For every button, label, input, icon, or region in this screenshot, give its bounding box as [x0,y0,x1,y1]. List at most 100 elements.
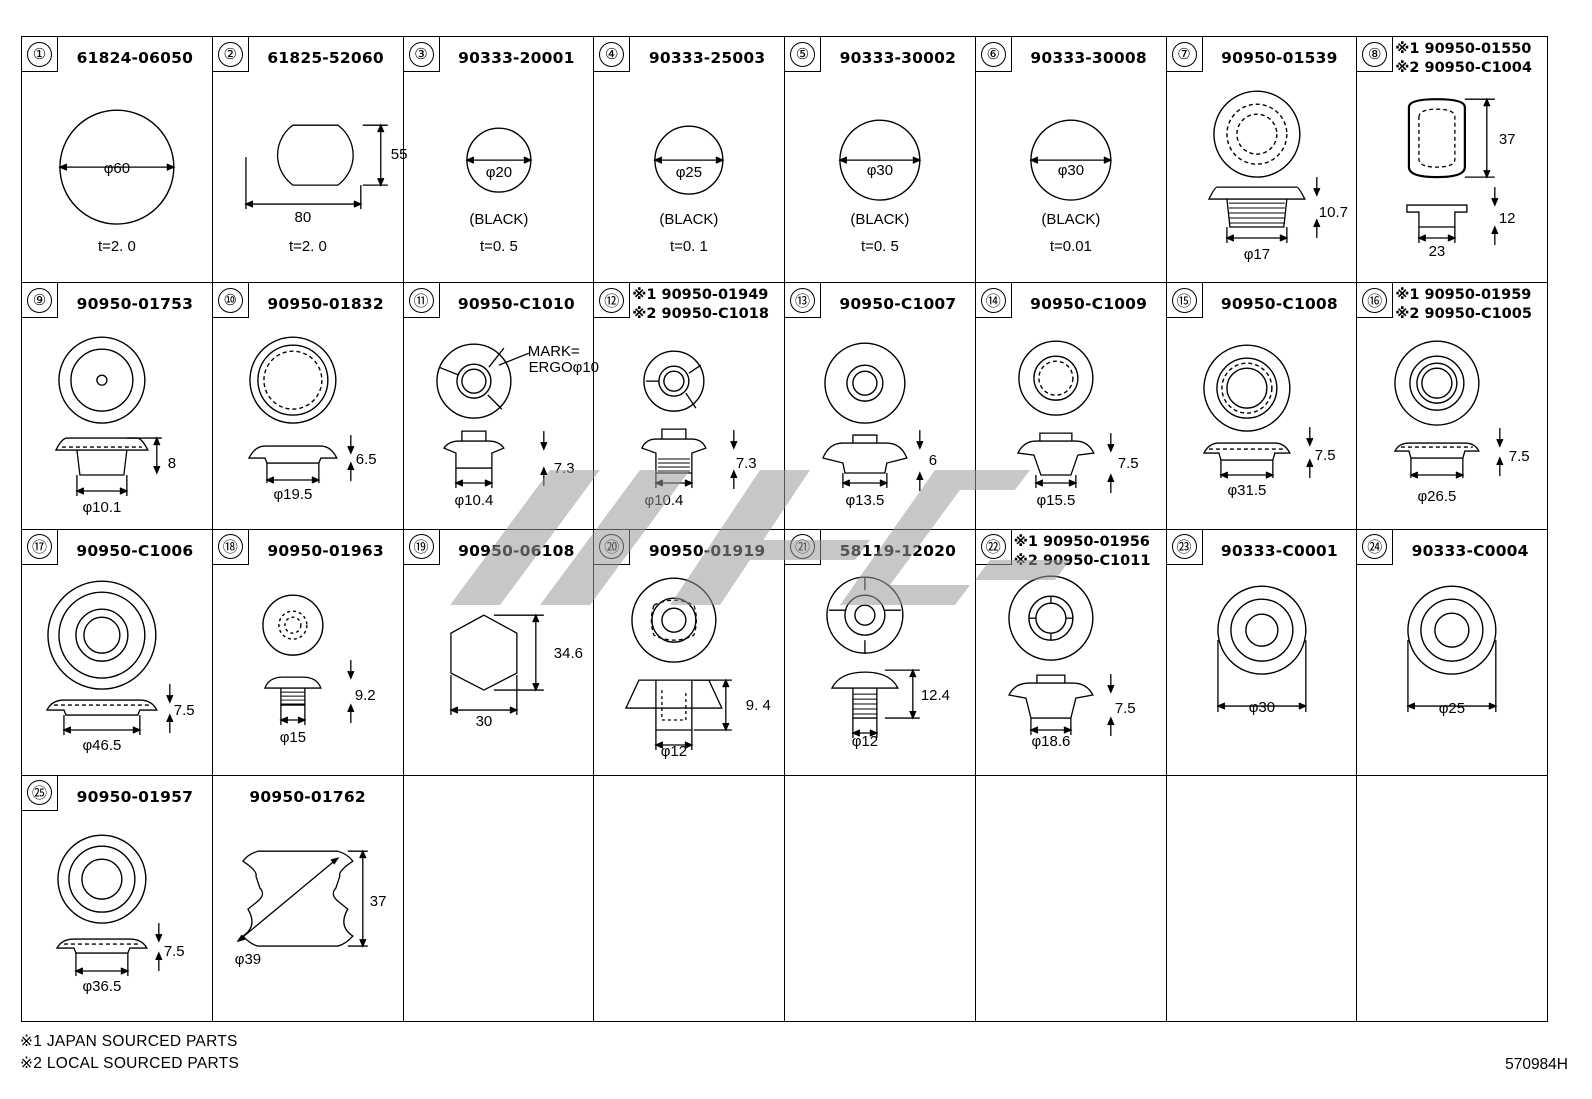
item-number: ⑬ [790,287,815,313]
item-number: ⑰ [27,534,52,559]
item-number: ㉔ [1362,534,1388,559]
thickness-note: t=0.01 [1050,238,1092,255]
item-number: ⑭ [980,287,1006,313]
item-number: ⑪ [408,287,434,313]
part-number: 90333-30002 [839,49,957,67]
item-number: ⑯ [1362,287,1388,313]
empty-cell [1166,775,1358,1022]
item-number: ㉑ [790,534,815,559]
item-number-box: ⑪ [403,283,440,319]
color-note: (BLACK) [850,211,909,228]
diameter-label: φ15 [279,729,305,746]
item-number: ⑲ [408,534,434,559]
part-number: 90950-01963 [267,541,384,560]
part-number-local: ※2 90950-C1005 [1395,306,1532,323]
empty-cell [1357,775,1548,1022]
height-label: 7.5 [1509,448,1530,465]
height-label: 37 [1499,131,1516,148]
height-label: 10.7 [1318,204,1347,221]
part-drawing: 9. 4 φ12 [625,577,771,759]
height-label: 12.4 [921,687,950,704]
thickness-note: t=0. 5 [479,238,517,255]
thickness-label: 12 [1499,210,1516,227]
diameter-label: φ25 [676,164,702,181]
height-label: 7.5 [164,943,185,960]
thickness-note: t=0. 1 [670,238,708,255]
item-number: ⑫ [599,287,625,313]
item-number: ⑤ [790,41,815,67]
diameter-label: φ13.5 [845,492,884,509]
item-number-box: ⑲ [403,529,440,565]
part-number: 90950-01957 [76,787,194,806]
part-number: 61824-06050 [76,49,194,67]
item-number: ② [217,41,243,67]
part-number: 90333-C0004 [1411,541,1529,560]
part-number-japan: ※1 90950-01956 [1013,533,1150,550]
item-number-box: ⑨ [22,283,58,319]
item-number: ⑱ [217,534,243,559]
footnote-japan: ※1 JAPAN SOURCED PARTS [20,1033,238,1050]
thickness-note: t=2. 0 [98,238,136,255]
item-number-box: ④ [594,37,631,72]
color-note: (BLACK) [660,211,719,228]
part-number-japan: ※1 90950-01959 [1395,287,1532,304]
part-number-japan: ※1 90950-01550 [1395,41,1532,57]
part-number: 90333-20001 [458,49,575,67]
empty-cell [594,775,785,1022]
height-label: 9. 4 [746,697,771,714]
item-number-box: ⑧ [1357,37,1394,72]
height-label: 9.2 [355,687,376,704]
color-note: (BLACK) [469,211,528,228]
height-label: 55 [391,146,408,163]
diameter-label: φ12 [852,733,878,750]
part-number: 90950-01832 [267,295,384,314]
item-number-box: ㉔ [1357,529,1394,565]
item-number: ④ [599,41,625,67]
part-number-local: ※2 90950-C1018 [632,306,769,323]
item-number-box: ㉕ [22,775,58,811]
diameter-label: φ12 [661,742,687,759]
item-number-box: ⑥ [975,37,1012,72]
part-number: 90950-01919 [648,541,766,560]
item-number: ㉓ [1171,534,1197,559]
diameter-label: φ10.1 [82,499,121,516]
item-number-box: ⑰ [22,529,58,565]
part-cell: 12.4 φ12 ㉑ 58119-12020 [785,529,976,776]
height-label: 7.5 [1118,455,1139,472]
item-number-box: ⑤ [785,37,821,72]
width-label: 30 [475,713,492,730]
empty-cell [975,775,1167,1022]
item-number-box: ⑬ [785,283,821,319]
item-number-box: ① [22,37,58,72]
part-number: 58119-12020 [839,541,957,560]
part-drawing: φ30 [1215,585,1307,716]
diameter-label: φ15.5 [1036,492,1075,509]
part-number: 90950-01539 [1221,49,1338,67]
part-drawing: 9.2 φ15 [261,594,376,746]
drawing-code: 570984H [1505,1056,1568,1073]
item-number-box: ⑮ [1166,283,1203,319]
part-number: 90950-C1008 [1220,295,1338,314]
part-number: 90950-01753 [76,295,194,314]
item-number: ⑩ [217,287,243,313]
empty-cell [785,775,976,1022]
part-drawing: 7.5 φ15.5 [1016,340,1139,509]
height-label: 37 [370,893,387,910]
diameter-label: φ60 [104,160,130,177]
item-number-box: ⑩ [212,283,249,319]
part-number-local: ※2 90950-C1004 [1395,60,1532,76]
